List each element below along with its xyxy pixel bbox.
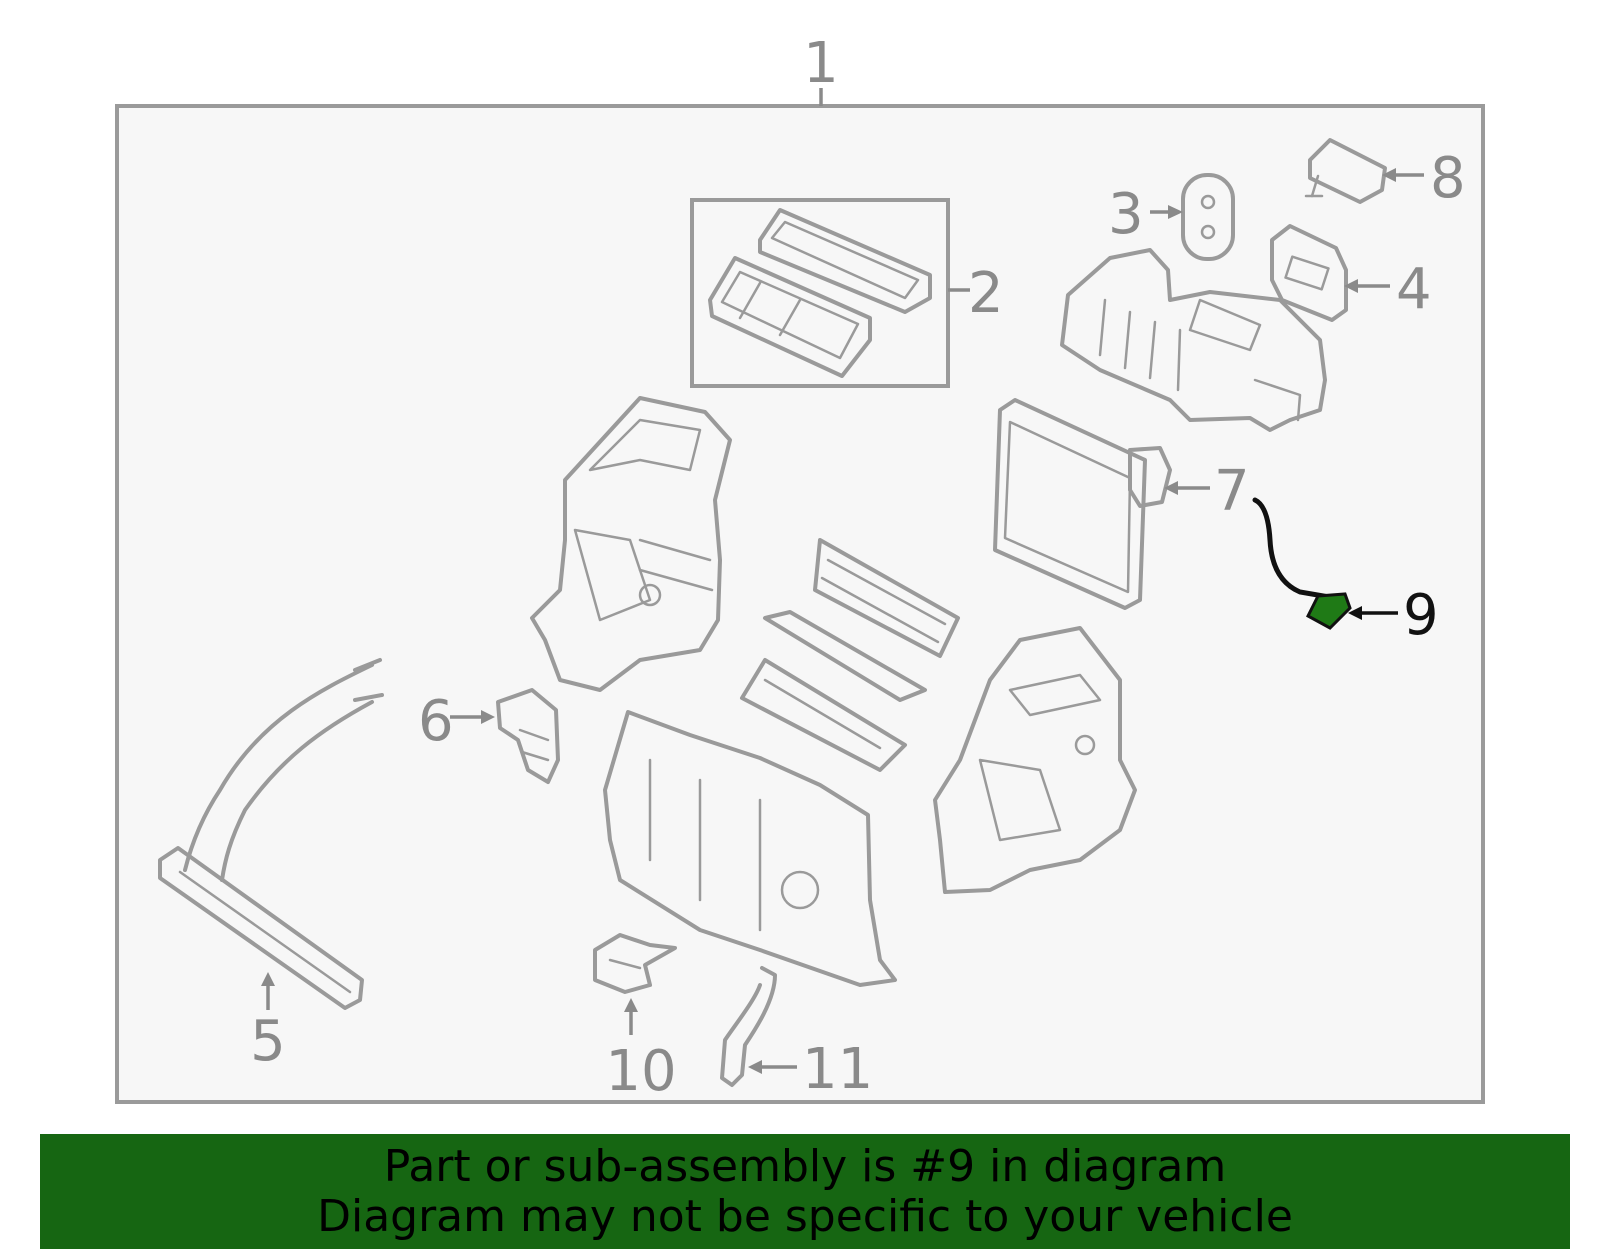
part-2-filters[interactable]	[690, 198, 970, 388]
part-5-heater-core[interactable]	[158, 658, 384, 1010]
part-7-evaporator[interactable]	[993, 398, 1210, 610]
callout-11[interactable]: 11	[802, 1037, 873, 1102]
part-10-clip[interactable]	[593, 933, 677, 1035]
part-8-actuator[interactable]	[1304, 138, 1424, 204]
callout-4[interactable]: 4	[1396, 257, 1432, 322]
banner-line-1: Part or sub-assembly is #9 in diagram	[383, 1140, 1227, 1192]
part-3-gasket[interactable]	[1150, 173, 1235, 261]
part-6-connector[interactable]	[450, 688, 560, 784]
callout-1[interactable]: 1	[803, 31, 839, 96]
callout-3[interactable]: 3	[1108, 182, 1144, 247]
lower-case	[603, 710, 897, 987]
callout-10[interactable]: 10	[605, 1039, 676, 1104]
assembly-frame	[115, 104, 1485, 1104]
info-banner: Part or sub-assembly is #9 in diagram Di…	[40, 1134, 1570, 1249]
callout-5[interactable]: 5	[250, 1009, 286, 1074]
right-case-half	[933, 626, 1137, 894]
callout-8[interactable]: 8	[1430, 146, 1466, 211]
callout-9[interactable]: 9	[1403, 583, 1439, 648]
callout-7[interactable]: 7	[1214, 459, 1250, 524]
banner-line-2: Diagram may not be specific to your vehi…	[317, 1190, 1293, 1242]
upper-housing	[1060, 248, 1327, 432]
callout-6[interactable]: 6	[418, 689, 454, 754]
part-4-cover[interactable]	[1270, 224, 1390, 322]
part-11-drain-hose[interactable]	[720, 966, 797, 1087]
callout-2[interactable]: 2	[968, 261, 1004, 326]
center-grilles	[740, 538, 960, 772]
part-9-sensor[interactable]	[1252, 497, 1398, 630]
left-case-half	[530, 396, 732, 692]
